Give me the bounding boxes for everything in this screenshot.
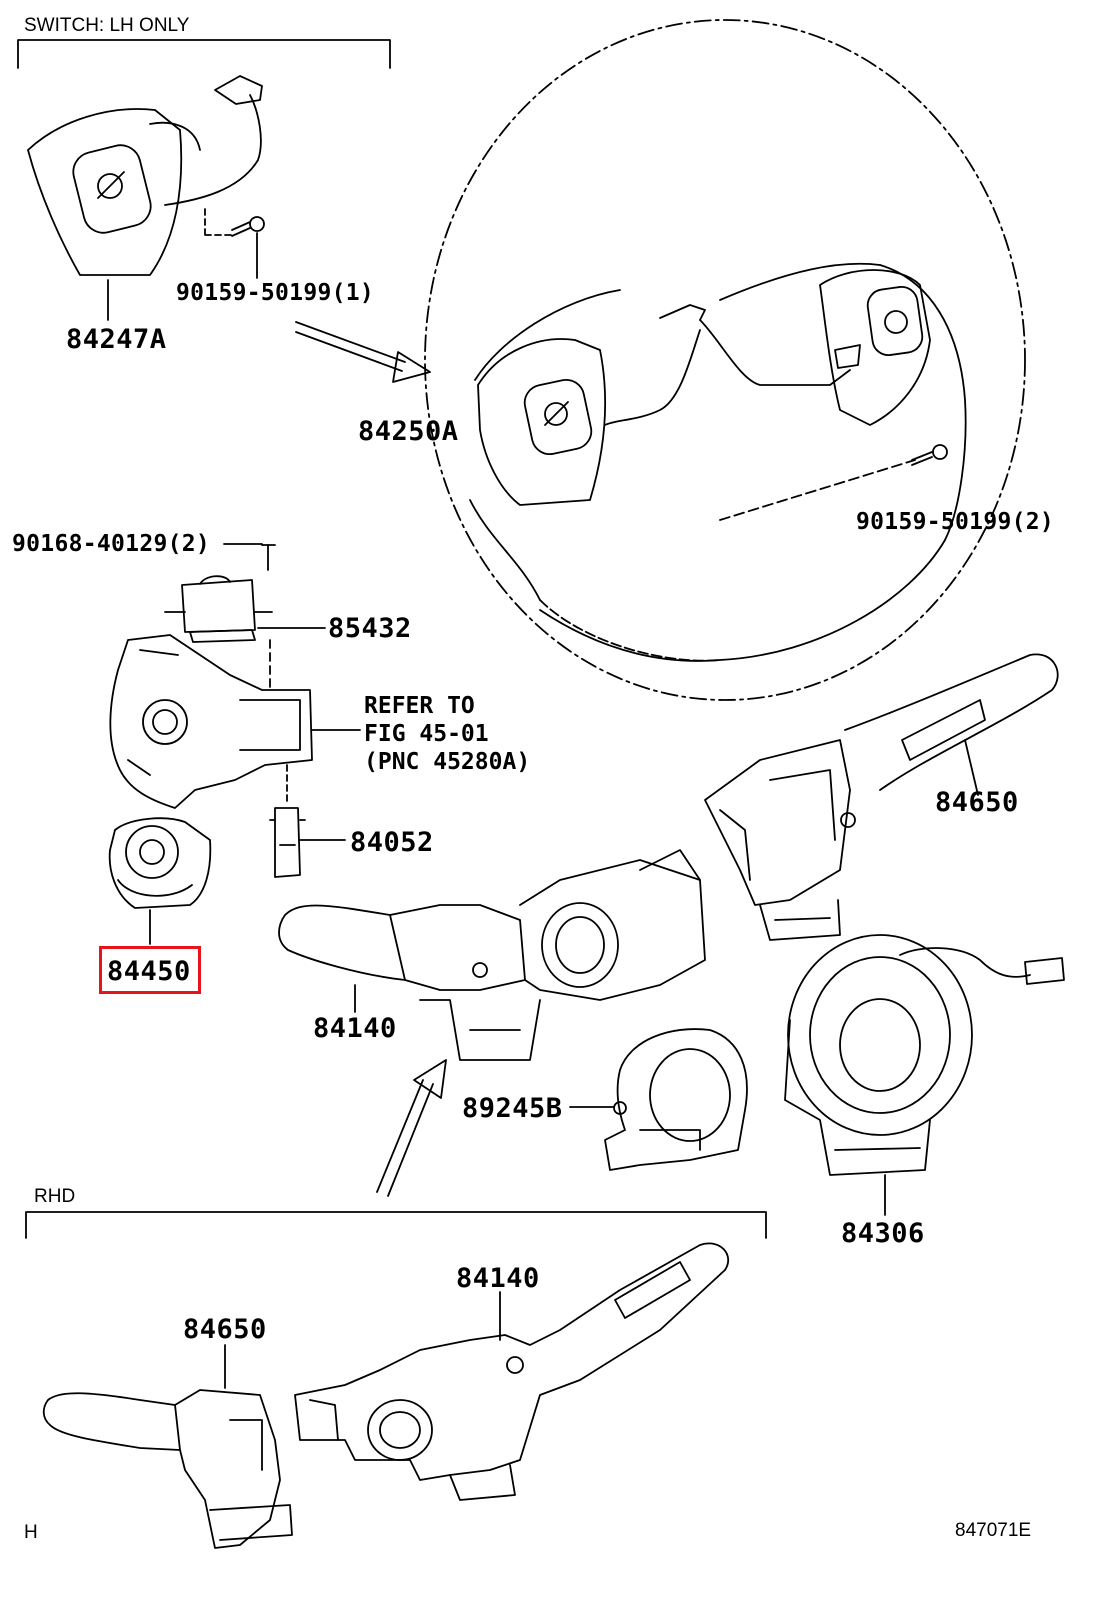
steering-switch-84247A — [27, 75, 265, 321]
pointer-arrow-switch — [376, 1059, 447, 1197]
part-label-84450: 84450 — [107, 956, 191, 987]
pointer-arrow-wheel — [295, 321, 431, 383]
spiral-cable-84306 — [784, 934, 1065, 1216]
wiper-switch-84650 — [704, 653, 1059, 941]
part-label-84247A[interactable]: 84247A — [66, 324, 167, 355]
refer-note-line-3: (PNC 45280A) — [364, 749, 531, 775]
top-section-bracket — [17, 39, 391, 69]
part-label-84650[interactable]: 84650 — [935, 787, 1019, 818]
footer-left-code: H — [24, 1522, 38, 1543]
part-label-screw-90159-50199-2[interactable]: 90159-50199(2) — [856, 509, 1055, 535]
transponder-85432 — [164, 544, 326, 691]
sensor-89245B — [569, 1028, 748, 1171]
part-label-84052[interactable]: 84052 — [350, 827, 434, 858]
part-label-84140-rhd[interactable]: 84140 — [456, 1263, 540, 1294]
part-label-screw-90168-40129-2[interactable]: 90168-40129(2) — [12, 531, 211, 557]
connector-84052 — [269, 764, 346, 878]
section-header-rhd: RHD — [34, 1186, 76, 1207]
part-label-84650-rhd[interactable]: 84650 — [183, 1314, 267, 1345]
rhd-switch-84140 — [294, 1242, 730, 1501]
rhd-switch-84650 — [42, 1344, 293, 1549]
part-label-screw-90159-50199-1[interactable]: 90159-50199(1) — [176, 280, 375, 306]
ignition-switch-84450 — [108, 817, 212, 945]
highlight-box-84450[interactable]: 84450 — [99, 946, 201, 994]
part-label-84140[interactable]: 84140 — [313, 1013, 397, 1044]
refer-note-line-2: FIG 45-01 — [364, 721, 489, 747]
section-header-lh-only: SWITCH: LH ONLY — [24, 15, 190, 36]
part-label-89245B[interactable]: 89245B — [462, 1093, 563, 1124]
refer-note-line-1: REFER TO — [364, 693, 475, 719]
steering-wheel-84250A — [424, 19, 1026, 701]
rhd-section-bracket — [25, 1211, 767, 1239]
part-label-85432[interactable]: 85432 — [328, 613, 412, 644]
diagram-code: 847071E — [955, 1520, 1032, 1541]
part-label-84306[interactable]: 84306 — [841, 1218, 925, 1249]
refer-note[interactable]: REFER TO FIG 45-01 (PNC 45280A) — [364, 692, 530, 776]
part-label-84250A[interactable]: 84250A — [358, 416, 459, 447]
turn-switch-84140 — [278, 849, 706, 1061]
ignition-housing — [109, 634, 361, 809]
